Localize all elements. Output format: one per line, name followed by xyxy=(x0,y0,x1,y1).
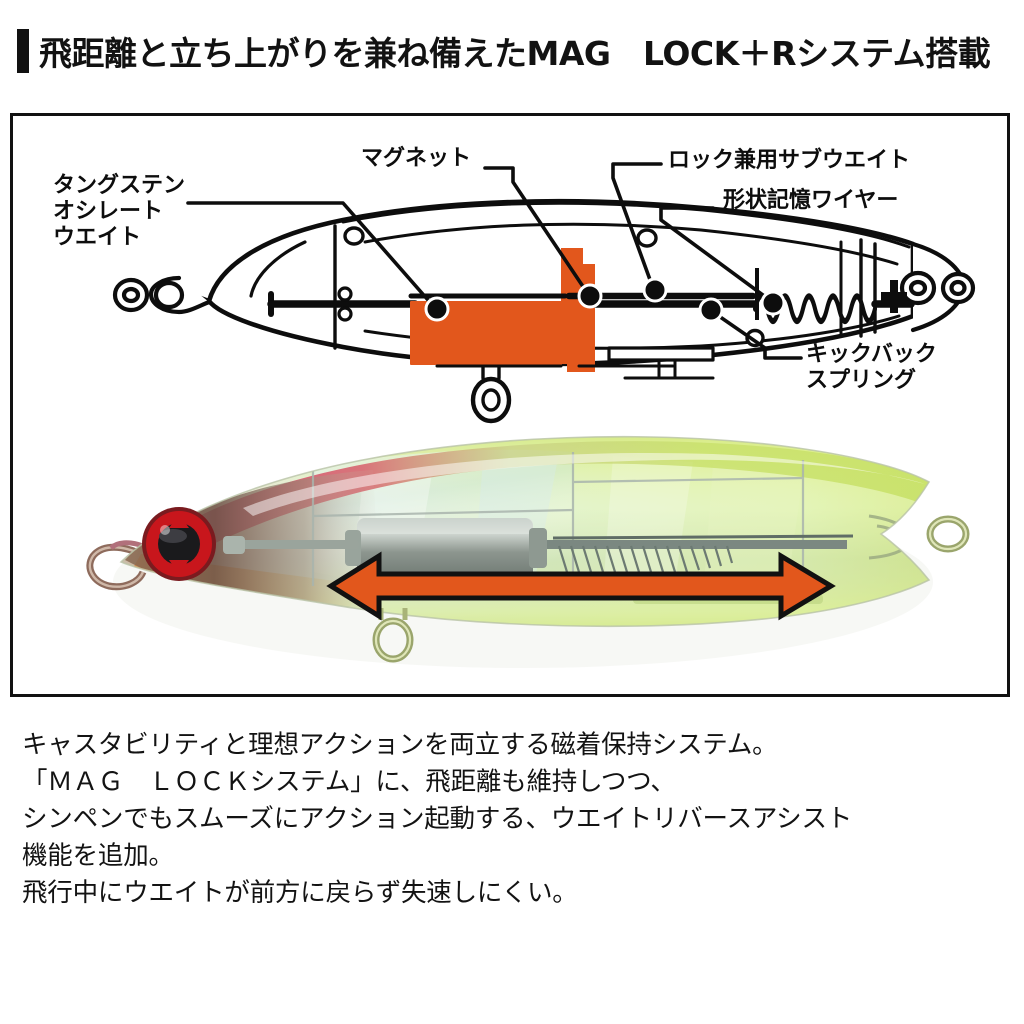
section-heading: 飛距離と立ち上がりを兼ね備えたMAG LOCK＋Rシステム搭載 xyxy=(0,22,1024,80)
figure-frame: タングステン オシレート ウエイト マグネット ロック兼用サブウエイト 形状記憶… xyxy=(10,113,1010,697)
lure-eye xyxy=(142,507,216,581)
callout-tungsten-oscillate-weight: タングステン オシレート ウエイト xyxy=(53,173,186,250)
callout-shape-memory-wire: 形状記憶ワイヤー xyxy=(723,188,899,213)
rear-tow-eye xyxy=(926,515,970,553)
callout-magnet: マグネット xyxy=(361,146,472,171)
lure-cutaway-diagram xyxy=(112,162,976,424)
kickback-spring-photo xyxy=(547,534,854,573)
weight-travel-arrow xyxy=(326,551,836,621)
page-title: 飛距離と立ち上がりを兼ね備えたMAG LOCK＋Rシステム搭載 xyxy=(39,34,991,73)
front-tow-eye xyxy=(86,540,147,591)
description-text: キャスタビリティと理想アクションを両立する磁着保持システム。 「ＭＡＧ ＬＯＣＫ… xyxy=(22,730,853,908)
internal-weight xyxy=(345,518,547,580)
heading-accent-bar xyxy=(17,29,29,73)
lure-photo xyxy=(86,435,970,668)
callout-kickback-spring: キックバック スプリング xyxy=(806,342,937,393)
callout-lock-dual-purpose-sub-weight: ロック兼用サブウエイト xyxy=(668,148,911,173)
